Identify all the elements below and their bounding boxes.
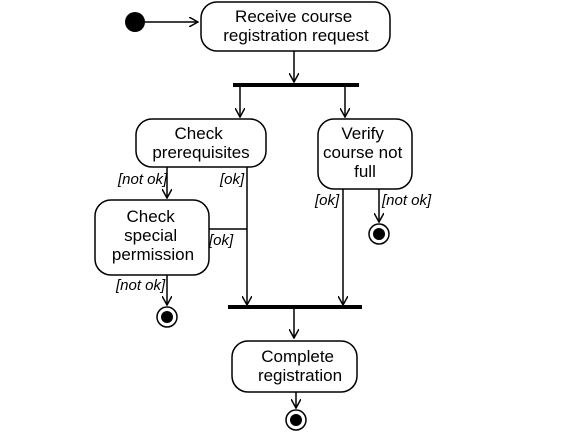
guard-special-not-ok: [not ok] (115, 277, 166, 294)
action-label: Check special permission (112, 207, 194, 264)
guard-special-ok: [ok] (208, 232, 234, 249)
action-check-special-permission: Check special permission (94, 199, 210, 276)
action-label-line: full (354, 162, 376, 181)
final-node-complete (285, 409, 307, 431)
action-label-line: permission (112, 245, 194, 264)
guard-prereq-not-ok: [not ok] (117, 171, 168, 188)
action-label-line: Receive course (235, 7, 352, 26)
action-label: Verify course not full (323, 124, 407, 181)
action-box (200, 1, 391, 52)
action-box (94, 199, 210, 276)
action-label-line: registration request (223, 26, 369, 45)
guard-verify-not-ok: [not ok] (381, 192, 432, 209)
fork-bar (233, 83, 359, 87)
action-label: Complete registration (258, 347, 342, 385)
action-box (317, 118, 413, 190)
action-complete-registration: Complete registration (231, 340, 358, 393)
action-label-line: Verify (341, 124, 384, 143)
final-node-verify (368, 223, 390, 245)
action-verify-course-not-full: Verify course not full (317, 118, 413, 190)
action-label: Check prerequisites (152, 124, 249, 162)
action-label-line: Complete (261, 347, 334, 366)
action-label-line: Check (175, 124, 224, 143)
action-label-line: course not (323, 143, 403, 162)
action-receive-request: Receive course registration request (200, 1, 391, 52)
guard-verify-ok: [ok] (314, 192, 340, 209)
initial-node (125, 12, 145, 32)
action-label-line: prerequisites (152, 143, 249, 162)
action-label-line: registration (258, 366, 342, 385)
guard-prereq-ok: [ok] (219, 171, 245, 188)
action-box (231, 340, 358, 393)
final-node-special (156, 306, 178, 328)
join-bar (228, 305, 362, 309)
action-label-line: special (124, 226, 177, 245)
action-label: Receive course registration request (223, 7, 369, 45)
action-box (135, 118, 267, 168)
action-check-prerequisites: Check prerequisites (135, 118, 267, 168)
action-label-line: Check (127, 207, 176, 226)
